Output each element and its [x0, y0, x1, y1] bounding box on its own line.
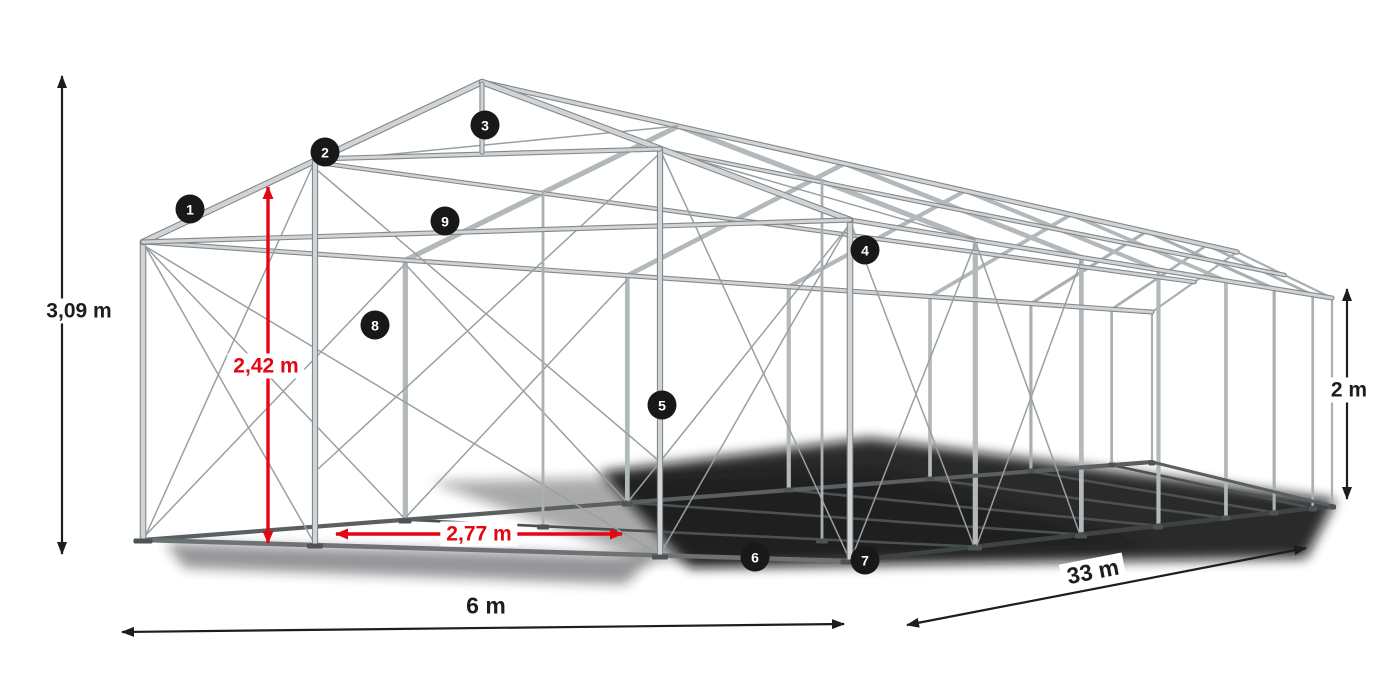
dimension-side-height-label: 2 m	[1324, 377, 1374, 403]
arrow-width	[121, 619, 845, 637]
callout-1: 1	[175, 194, 205, 224]
callout-4: 4	[850, 235, 880, 265]
callout-8: 8	[360, 310, 390, 340]
arrow-length	[906, 545, 1307, 628]
dimension-width-label: 6 m	[460, 592, 512, 620]
dimension-total-height-label: 3,09 m	[40, 298, 118, 324]
callout-7: 7	[850, 545, 880, 575]
callout-2: 2	[310, 137, 340, 167]
dimension-entrance-width-label: 2,77 m	[440, 521, 518, 547]
callout-3: 3	[470, 110, 500, 140]
callout-9: 9	[430, 206, 460, 236]
steel-frame	[133, 78, 1336, 565]
callout-5: 5	[647, 390, 677, 420]
callout-6: 6	[740, 542, 770, 572]
dimension-entrance-height-label: 2,42 m	[227, 353, 305, 379]
